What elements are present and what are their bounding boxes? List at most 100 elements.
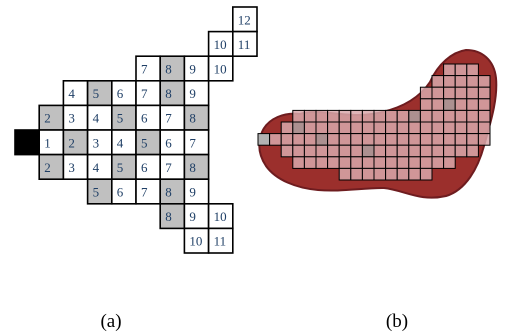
cell-number: 12	[238, 12, 251, 27]
overlay-grid-cell	[350, 121, 363, 135]
overlay-grid-cell	[327, 144, 340, 158]
overlay-grid-cell	[292, 109, 305, 123]
cell-number: 4	[117, 135, 124, 150]
grid-cell	[135, 55, 162, 82]
gray-grid-cell	[183, 153, 210, 181]
overlay-grid-cell	[361, 121, 375, 135]
grid-cell	[159, 153, 186, 181]
overlay-grid-cell	[269, 133, 282, 146]
overlay-grid-cell	[361, 167, 375, 181]
grid-cell	[38, 129, 65, 156]
cell-number: 8	[165, 185, 172, 200]
grid-cell	[135, 178, 162, 205]
overlay-grid-cell	[315, 156, 329, 169]
cell-number: 7	[165, 111, 172, 126]
gray-grid-cell	[159, 178, 186, 205]
grid-cell	[183, 203, 210, 230]
overlay-grid-cell	[350, 133, 363, 146]
overlay-grid-cell	[454, 133, 468, 146]
gray-grid-cell	[159, 80, 186, 107]
overlay-grid-cell	[303, 121, 317, 135]
cell-number: 6	[117, 86, 124, 101]
cell-number: 9	[189, 209, 196, 224]
overlay-grid-cell	[466, 133, 479, 146]
overlay-grid-cell	[373, 121, 387, 135]
gray-grid-cell	[135, 129, 162, 156]
grid-cell	[159, 129, 186, 156]
grid-cell	[62, 153, 89, 181]
grid-cell	[135, 104, 162, 131]
cell-number: 6	[165, 135, 172, 150]
overlay-grid-cell	[385, 121, 398, 135]
overlay-grid-cell	[350, 144, 363, 158]
overlay-grid-cell	[408, 156, 421, 169]
cell-number: 10	[214, 62, 227, 77]
overlay-grid-cell	[315, 109, 329, 123]
overlay-grid-cell	[466, 86, 479, 100]
panel-b-tissue-overlay	[257, 48, 498, 199]
overlay-grid-cell	[466, 75, 479, 88]
cell-number: 6	[141, 111, 148, 126]
overlay-grid-cell	[419, 167, 433, 181]
overlay-grid-cell	[477, 98, 491, 111]
overlay-grid-cell	[431, 86, 445, 100]
grid-cell	[86, 153, 113, 181]
overlay-grid-cell	[350, 109, 363, 123]
overlay-grid-cell	[431, 98, 445, 111]
grid-cell	[62, 104, 89, 131]
cell-number: 9	[189, 62, 196, 77]
overlay-grid-cell	[327, 109, 340, 123]
overlay-grid-cell	[431, 121, 445, 135]
overlay-grid-cell	[385, 133, 398, 146]
cell-number: 8	[165, 86, 172, 101]
cell-number: 8	[165, 209, 172, 224]
overlay-grid-cell	[303, 133, 317, 146]
cell-number: 8	[189, 111, 196, 126]
overlay-grid-cell	[396, 156, 410, 169]
overlay-grid-cell	[396, 121, 410, 135]
overlay-grid-cell	[454, 121, 468, 135]
overlay-grid-cell	[280, 133, 294, 146]
overlay-grid-cell	[315, 133, 329, 146]
cell-number: 2	[44, 111, 51, 126]
overlay-grid-cell	[303, 109, 317, 123]
overlay-grid-cell	[373, 144, 387, 158]
cell-number: 11	[214, 234, 227, 249]
overlay-grid-cell	[477, 109, 491, 123]
gray-grid-cell	[159, 203, 186, 230]
overlay-grid-cell	[373, 167, 387, 181]
overlay-grid-cell	[466, 144, 479, 158]
cell-number: 11	[238, 37, 251, 52]
overlay-grid-cell	[443, 98, 456, 111]
overlay-grid-cell	[303, 144, 317, 158]
cell-number: 5	[141, 135, 148, 150]
overlay-grid-cell	[361, 109, 375, 123]
cell-number: 7	[165, 160, 172, 175]
overlay-grid-cell	[408, 121, 421, 135]
overlay-grid-cell	[292, 133, 305, 146]
cell-number: 6	[141, 160, 148, 175]
cell-number: 6	[117, 185, 124, 200]
cell-number: 5	[93, 86, 100, 101]
overlay-grid-cell	[454, 98, 468, 111]
cell-number: 5	[93, 185, 100, 200]
overlay-grid-cell	[280, 144, 294, 158]
cell-number: 10	[214, 209, 227, 224]
overlay-grid-cell	[408, 167, 421, 181]
overlay-grid-cell	[466, 109, 479, 123]
cell-number: 1	[44, 135, 51, 150]
overlay-grid-cell	[327, 133, 340, 146]
overlay-grid-cell	[443, 75, 456, 88]
overlay-grid-cell	[292, 121, 305, 135]
overlay-grid-cell	[315, 144, 329, 158]
overlay-grid-cell	[419, 156, 433, 169]
overlay-grid-cell	[454, 75, 468, 88]
overlay-grid-cell	[443, 144, 456, 158]
overlay-grid-cell	[477, 75, 491, 88]
caption-a: (a)	[100, 311, 121, 332]
cell-number: 7	[141, 86, 148, 101]
overlay-grid-cell	[454, 63, 468, 77]
cell-number: 9	[189, 86, 196, 101]
overlay-grid-cell	[454, 86, 468, 100]
